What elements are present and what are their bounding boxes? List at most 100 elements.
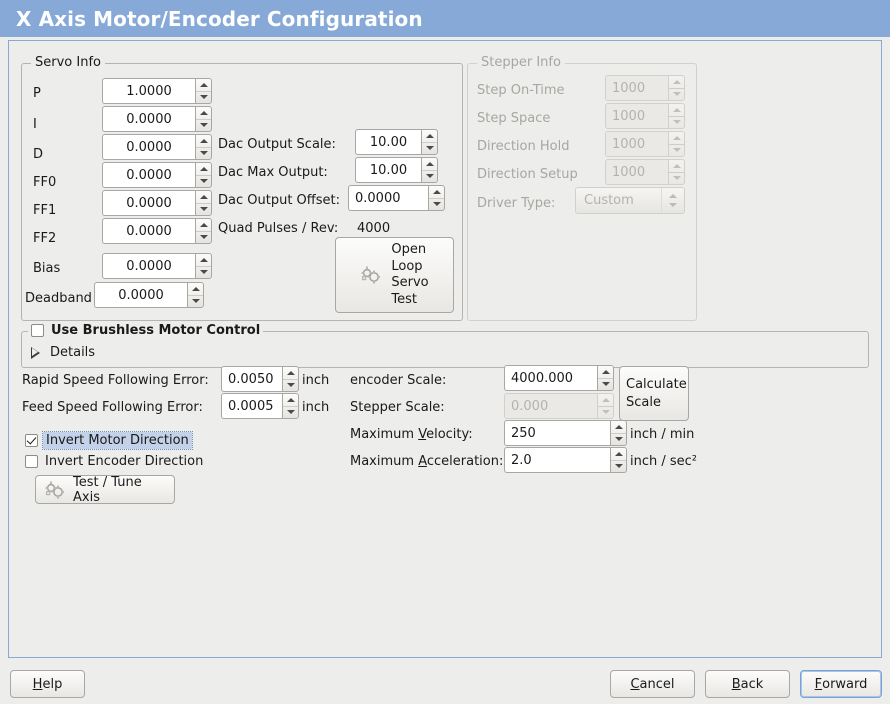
checkbox-box[interactable] bbox=[31, 324, 44, 337]
servo-deadband-spinner[interactable]: 0.0000 bbox=[94, 282, 204, 308]
feed-following-error-value[interactable]: 0.0005 bbox=[221, 393, 282, 419]
spin-down-icon[interactable] bbox=[611, 434, 626, 446]
feed-following-error-stepper[interactable] bbox=[282, 393, 299, 419]
invert-motor-direction-checkbox[interactable]: Invert Motor Direction bbox=[25, 431, 193, 450]
spin-down-icon[interactable] bbox=[196, 267, 211, 279]
spin-down-icon[interactable] bbox=[196, 204, 211, 216]
encoder-scale-spinner[interactable]: 4000.000 bbox=[504, 365, 614, 391]
spin-down-icon[interactable] bbox=[598, 379, 613, 391]
servo-p-spinner[interactable]: 1.0000 bbox=[102, 78, 212, 104]
spin-up-icon[interactable] bbox=[196, 191, 211, 204]
dac-output-offset-value[interactable]: 0.0000 bbox=[348, 185, 428, 211]
spin-up-icon[interactable] bbox=[196, 135, 211, 148]
spin-down-icon[interactable] bbox=[283, 380, 298, 392]
max-velocity-stepper[interactable] bbox=[610, 420, 627, 446]
spin-up-icon[interactable] bbox=[196, 254, 211, 267]
details-expander[interactable]: Details bbox=[31, 345, 95, 360]
servo-ff1-stepper[interactable] bbox=[195, 190, 212, 216]
servo-bias-spinner[interactable]: 0.0000 bbox=[102, 253, 212, 279]
rapid-following-error-spinner[interactable]: 0.0050 bbox=[221, 366, 299, 392]
dac-output-scale-stepper[interactable] bbox=[421, 129, 438, 155]
servo-ff0-stepper[interactable] bbox=[195, 162, 212, 188]
rapid-following-error-value[interactable]: 0.0050 bbox=[221, 366, 282, 392]
rapid-following-error-stepper[interactable] bbox=[282, 366, 299, 392]
servo-ff2-spinner[interactable]: 0.0000 bbox=[102, 218, 212, 244]
calculate-scale-button[interactable]: Calculate Scale bbox=[619, 366, 689, 421]
dac-max-output-value[interactable]: 10.00 bbox=[355, 157, 421, 183]
servo-ff1-spinner[interactable]: 0.0000 bbox=[102, 190, 212, 216]
servo-i-value[interactable]: 0.0000 bbox=[102, 106, 195, 132]
checkbox-box[interactable] bbox=[25, 455, 38, 468]
servo-deadband-stepper[interactable] bbox=[187, 282, 204, 308]
dac-output-scale-spinner[interactable]: 10.00 bbox=[355, 129, 438, 155]
spin-down-icon[interactable] bbox=[611, 461, 626, 473]
spin-down-icon[interactable] bbox=[422, 171, 437, 183]
spin-down-icon[interactable] bbox=[283, 407, 298, 419]
driver-type-label: Driver Type: bbox=[477, 196, 556, 211]
spin-down-icon[interactable] bbox=[196, 92, 211, 104]
servo-ff2-stepper[interactable] bbox=[195, 218, 212, 244]
spin-down-icon[interactable] bbox=[188, 296, 203, 308]
dac-max-output-stepper[interactable] bbox=[421, 157, 438, 183]
invert-encoder-direction-checkbox[interactable]: Invert Encoder Direction bbox=[25, 454, 203, 469]
spin-down-icon[interactable] bbox=[429, 199, 444, 211]
spin-down-icon[interactable] bbox=[196, 232, 211, 244]
dac-output-scale-value[interactable]: 10.00 bbox=[355, 129, 421, 155]
spin-up-icon[interactable] bbox=[429, 186, 444, 199]
spin-up-icon[interactable] bbox=[611, 448, 626, 461]
servo-p-value[interactable]: 1.0000 bbox=[102, 78, 195, 104]
servo-ff0-value[interactable]: 0.0000 bbox=[102, 162, 195, 188]
spin-up-icon[interactable] bbox=[283, 394, 298, 407]
servo-ff0-spinner[interactable]: 0.0000 bbox=[102, 162, 212, 188]
encoder-scale-value[interactable]: 4000.000 bbox=[504, 365, 597, 391]
open-loop-servo-test-button[interactable]: Open Loop Servo Test bbox=[335, 237, 454, 313]
spin-up-icon[interactable] bbox=[598, 366, 613, 379]
spin-up-icon[interactable] bbox=[196, 163, 211, 176]
spin-down-icon[interactable] bbox=[422, 143, 437, 155]
max-acceleration-value[interactable]: 2.0 bbox=[504, 447, 610, 473]
quad-pulses-value: 4000 bbox=[357, 221, 391, 236]
servo-deadband-value[interactable]: 0.0000 bbox=[94, 282, 187, 308]
dac-output-offset-stepper[interactable] bbox=[428, 185, 445, 211]
servo-bias-value[interactable]: 0.0000 bbox=[102, 253, 195, 279]
servo-d-value[interactable]: 0.0000 bbox=[102, 134, 195, 160]
spin-up-icon[interactable] bbox=[196, 219, 211, 232]
servo-i-spinner[interactable]: 0.0000 bbox=[102, 106, 212, 132]
max-velocity-value[interactable]: 250 bbox=[504, 420, 610, 446]
spin-up-icon[interactable] bbox=[611, 421, 626, 434]
spin-up-icon[interactable] bbox=[196, 79, 211, 92]
servo-ff1-value[interactable]: 0.0000 bbox=[102, 190, 195, 216]
encoder-scale-stepper[interactable] bbox=[597, 365, 614, 391]
feed-following-error-spinner[interactable]: 0.0005 bbox=[221, 393, 299, 419]
spin-up-icon[interactable] bbox=[188, 283, 203, 296]
spin-down-icon[interactable] bbox=[196, 176, 211, 188]
max-acceleration-spinner[interactable]: 2.0 bbox=[504, 447, 627, 473]
spin-down-icon[interactable] bbox=[196, 148, 211, 160]
gears-icon bbox=[44, 480, 66, 500]
max-acceleration-stepper[interactable] bbox=[610, 447, 627, 473]
dac-max-output-label: Dac Max Output: bbox=[218, 165, 328, 180]
spin-up-icon[interactable] bbox=[196, 107, 211, 120]
servo-i-stepper[interactable] bbox=[195, 106, 212, 132]
test-tune-axis-button[interactable]: Test / Tune Axis bbox=[35, 475, 175, 505]
max-velocity-spinner[interactable]: 250 bbox=[504, 420, 627, 446]
dac-output-offset-spinner[interactable]: 0.0000 bbox=[348, 185, 445, 211]
spin-up-icon[interactable] bbox=[283, 367, 298, 380]
spin-up-icon[interactable] bbox=[422, 130, 437, 143]
spin-up-icon[interactable] bbox=[422, 158, 437, 171]
servo-d-spinner[interactable]: 0.0000 bbox=[102, 134, 212, 160]
chevron-right-icon[interactable] bbox=[31, 346, 40, 359]
servo-ff2-value[interactable]: 0.0000 bbox=[102, 218, 195, 244]
servo-d-stepper[interactable] bbox=[195, 134, 212, 160]
checkbox-box[interactable] bbox=[25, 434, 38, 447]
spin-down-icon[interactable] bbox=[196, 120, 211, 132]
use-brushless-checkbox[interactable]: Use Brushless Motor Control bbox=[31, 323, 260, 338]
step-space-stepper bbox=[668, 103, 685, 129]
dac-max-output-spinner[interactable]: 10.00 bbox=[355, 157, 438, 183]
servo-p-stepper[interactable] bbox=[195, 78, 212, 104]
servo-bias-stepper[interactable] bbox=[195, 253, 212, 279]
